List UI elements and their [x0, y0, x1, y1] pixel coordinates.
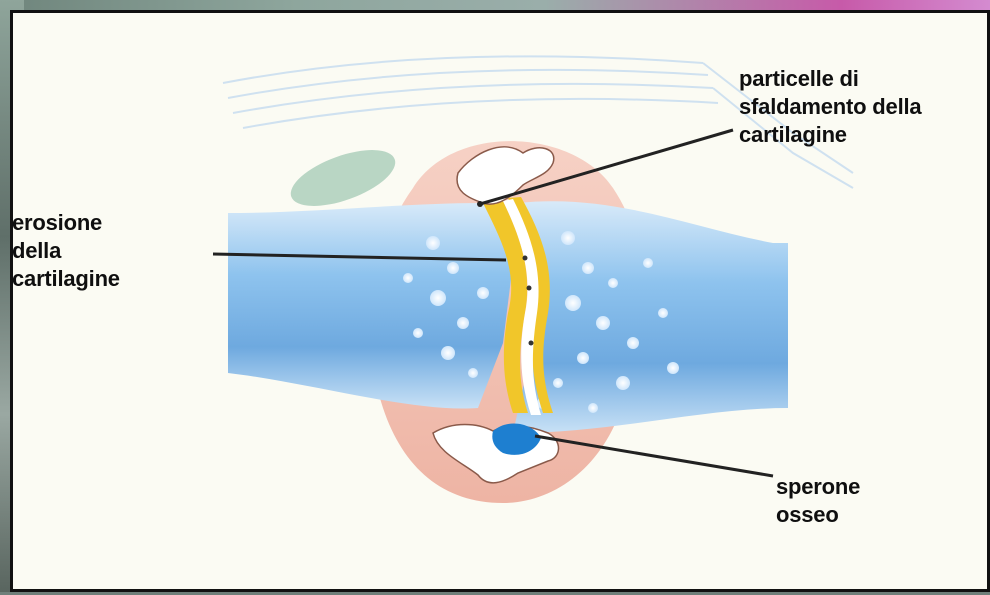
- diagram-panel: particelle di sfaldamento della cartilag…: [10, 10, 990, 592]
- bone-left: [228, 203, 513, 409]
- muscle-shape: [284, 139, 402, 218]
- bone-right: [513, 201, 788, 433]
- label-sperone-osseo: sperone osseo: [776, 473, 860, 529]
- label-erosione-della-cartilagine: erosione della cartilagine: [12, 209, 120, 293]
- label-particelle-di-sfaldamento: particelle di sfaldamento della cartilag…: [739, 65, 921, 149]
